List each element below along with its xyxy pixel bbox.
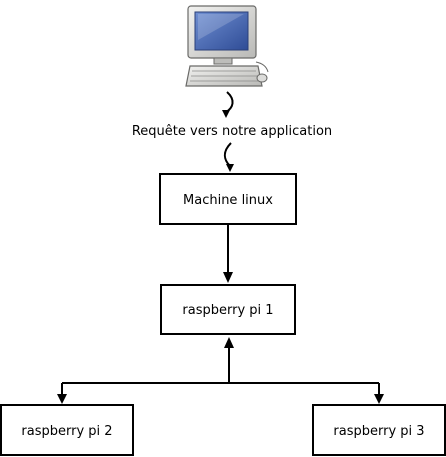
node-raspberry-pi-1: raspberry pi 1 bbox=[160, 284, 296, 335]
node-machine-linux-label: Machine linux bbox=[183, 193, 273, 208]
connector-pi1-pi2-pi3 bbox=[57, 337, 384, 404]
node-raspberry-pi-3-label: raspberry pi 3 bbox=[333, 424, 424, 439]
request-arrow-top bbox=[222, 91, 234, 118]
node-raspberry-pi-3: raspberry pi 3 bbox=[312, 404, 446, 456]
node-raspberry-pi-2-label: raspberry pi 2 bbox=[21, 424, 112, 439]
node-machine-linux: Machine linux bbox=[159, 173, 297, 225]
node-raspberry-pi-1-label: raspberry pi 1 bbox=[182, 303, 273, 318]
request-arrow-bottom bbox=[223, 142, 234, 172]
request-label: Requête vers notre application bbox=[132, 124, 332, 139]
desktop-computer-icon bbox=[185, 5, 269, 87]
node-raspberry-pi-2: raspberry pi 2 bbox=[0, 404, 134, 456]
arrow-linux-to-pi1 bbox=[223, 224, 233, 283]
